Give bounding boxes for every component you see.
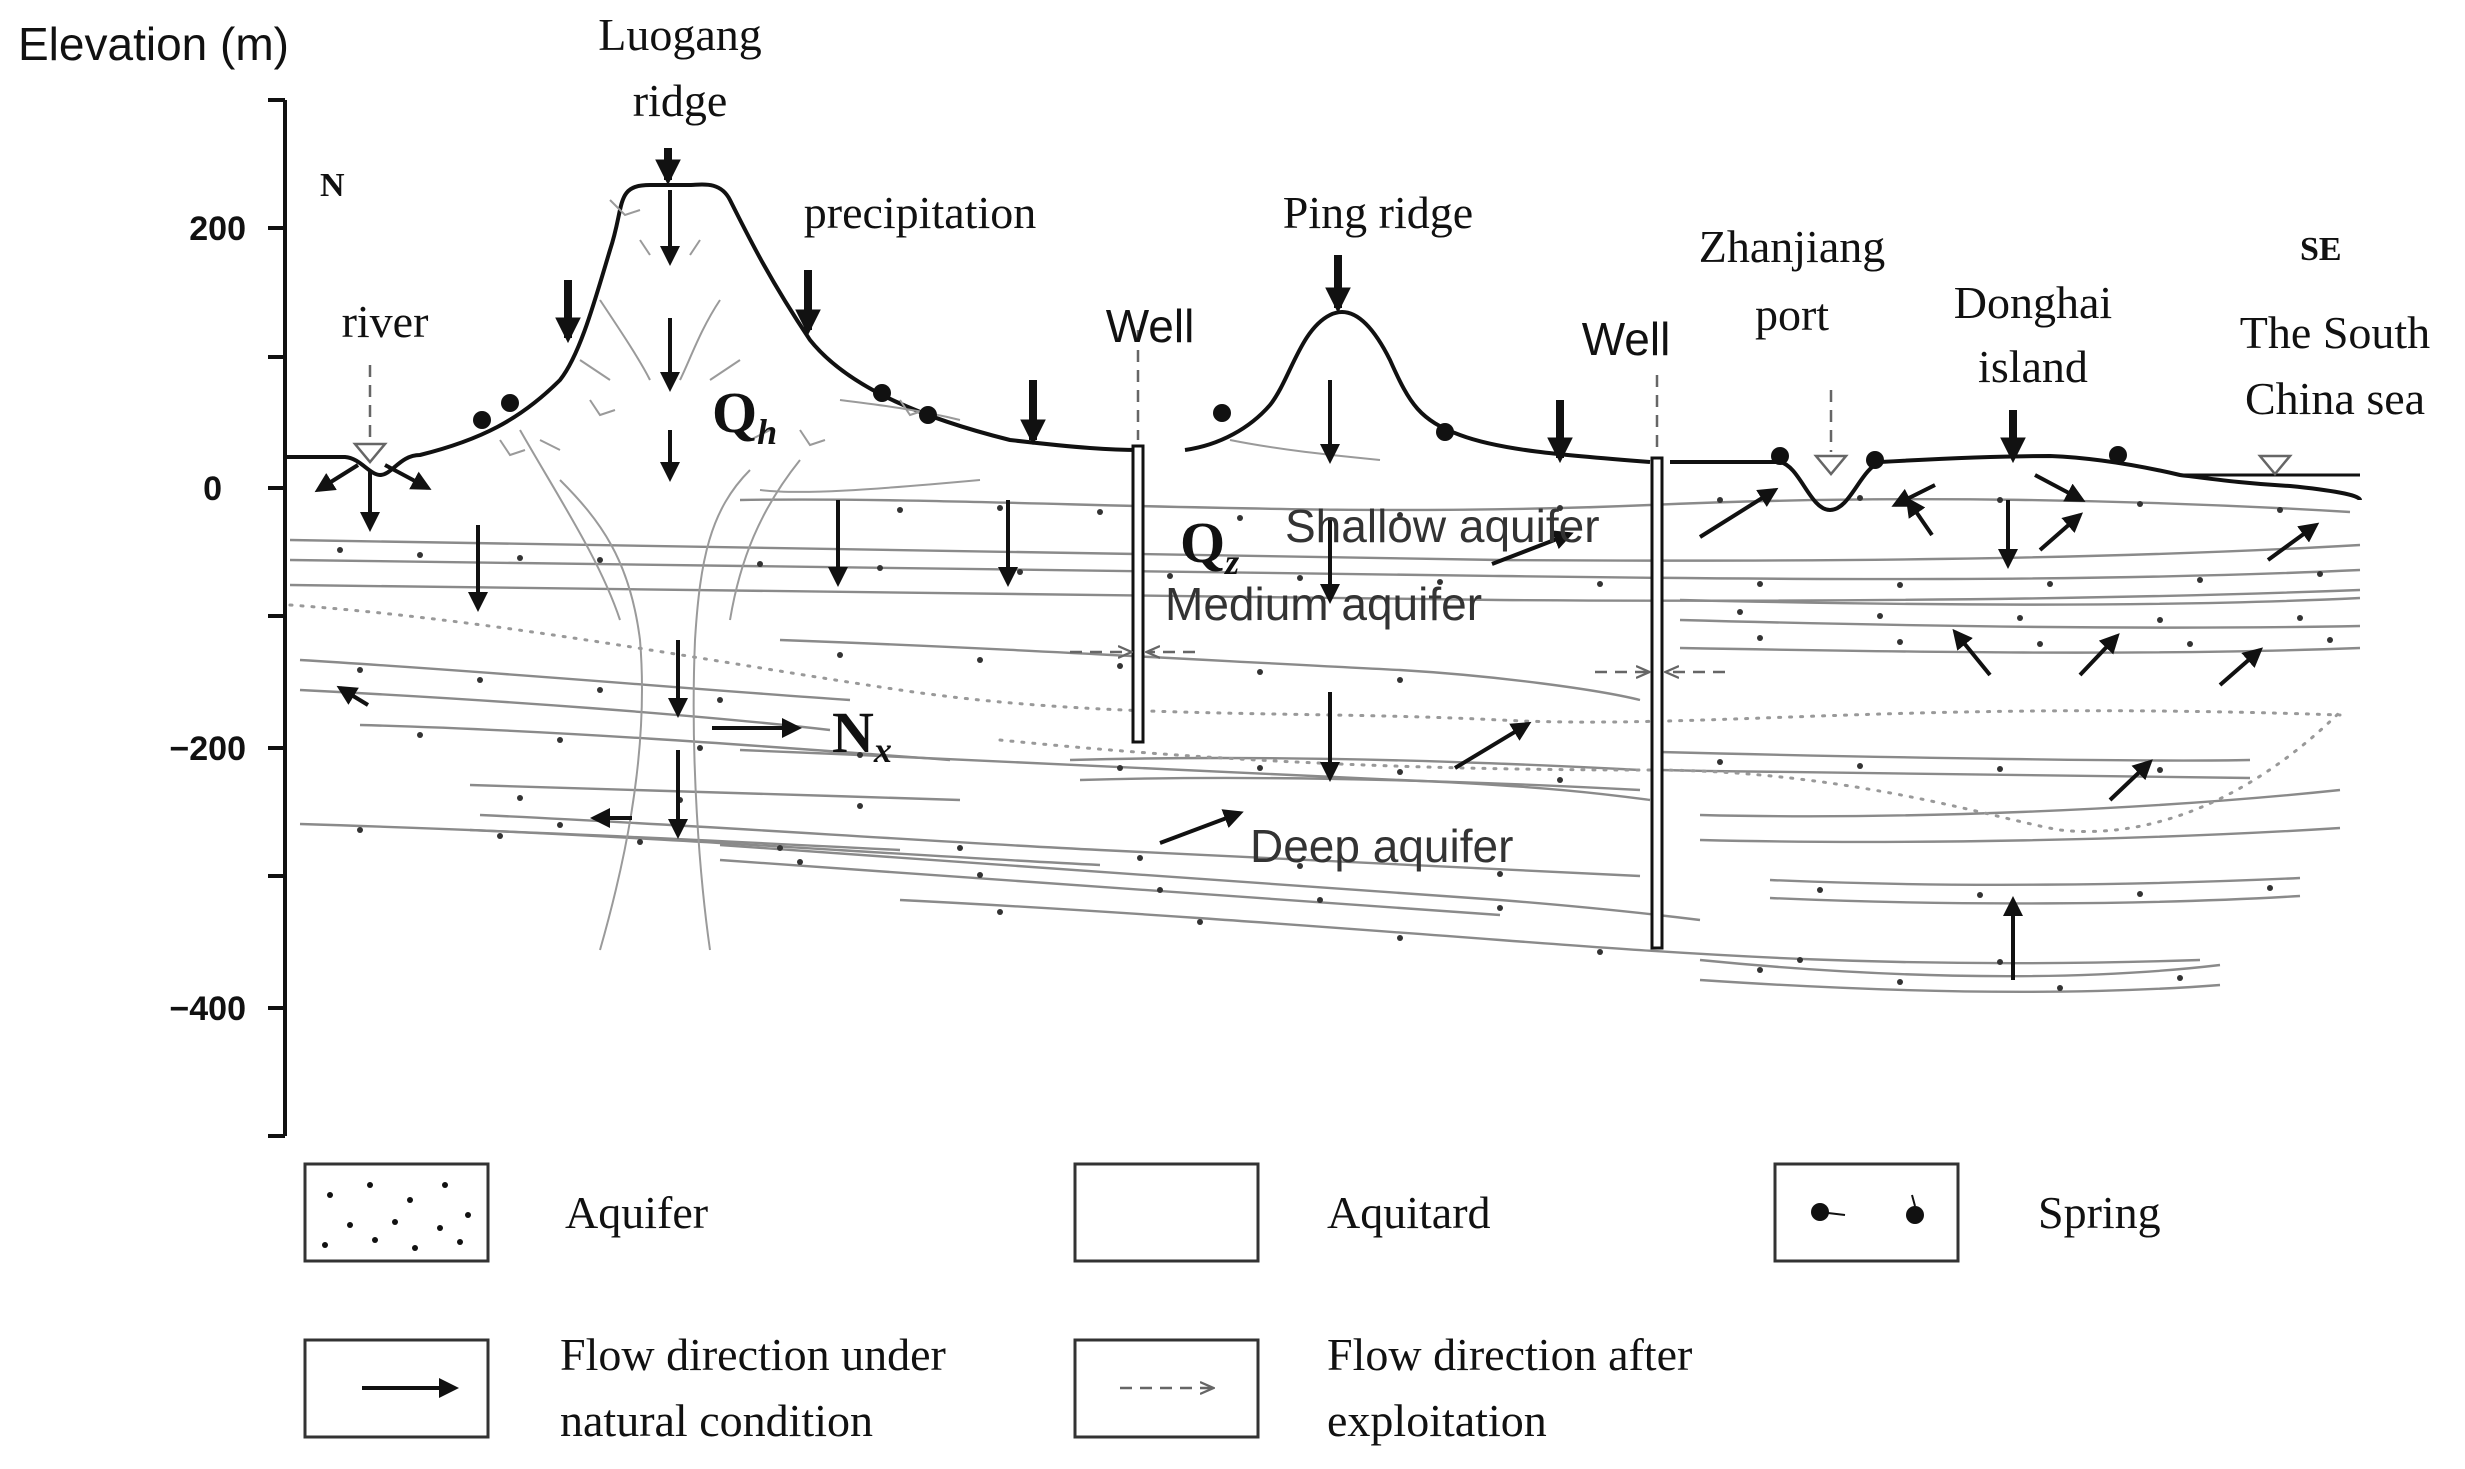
legend-exploit-label-1: Flow direction after — [1327, 1329, 1692, 1380]
tick-minus-400: −400 — [169, 990, 246, 1028]
elevation-axis: Elevation (m) 200 0 −200 −400 — [18, 18, 289, 1138]
river-label: river — [342, 296, 429, 347]
zhanjiang-port-label-2: port — [1755, 289, 1829, 340]
wells — [1131, 330, 1664, 950]
legend-natural-flow: Flow direction under natural condition — [303, 1329, 946, 1446]
exploitation-flow-arrows — [1070, 652, 1725, 672]
legend-spring-label: Spring — [2038, 1187, 2161, 1238]
deep-aquifer-label: Deep aquifer — [1250, 820, 1513, 872]
nx-unit-label: Nx — [832, 700, 892, 770]
legend-exploitation-flow: Flow direction after exploitation — [1073, 1329, 1692, 1446]
shallow-aquifer-label: Shallow aquifer — [1285, 500, 1600, 552]
legend-aquitard: Aquitard — [1073, 1162, 1491, 1263]
legend: Aquifer Aquitard Spring Flow direction u… — [303, 1162, 2161, 1446]
well-right-label: Well — [1582, 313, 1671, 365]
compass-north: N — [320, 167, 345, 204]
donghai-island-label-2: island — [1978, 341, 2088, 392]
aquifer-dots — [337, 495, 2333, 991]
well-left-label: Well — [1106, 300, 1195, 352]
axis-title: Elevation (m) — [18, 18, 289, 70]
tick-0: 0 — [203, 470, 222, 508]
tick-200: 200 — [189, 210, 246, 248]
ground-surface — [285, 182, 2362, 513]
location-labels: Luogang ridge precipitation river Well P… — [342, 9, 2431, 424]
well-left-casing — [1131, 444, 1145, 744]
legend-aquifer-label: Aquifer — [565, 1187, 708, 1238]
south-china-sea-label-1: The South — [2240, 307, 2430, 358]
compass-southeast: SE — [2300, 231, 2342, 268]
legend-exploit-label-2: exploitation — [1327, 1395, 1547, 1446]
donghai-island-label-1: Donghai — [1954, 277, 2112, 328]
legend-aquifer: Aquifer — [303, 1162, 708, 1263]
legend-natural-label-1: Flow direction under — [560, 1329, 946, 1380]
zhanjiang-port-label-1: Zhanjiang — [1699, 221, 1886, 272]
legend-aquitard-label: Aquitard — [1327, 1187, 1491, 1238]
legend-natural-label-2: natural condition — [560, 1395, 873, 1446]
precipitation-label: precipitation — [804, 187, 1036, 238]
strata-layers — [288, 498, 2361, 993]
south-china-sea-label-2: China sea — [2245, 373, 2425, 424]
aquifer-labels: Shallow aquifer Medium aquifer Deep aqui… — [712, 380, 1600, 872]
qz-unit-label: Qz — [1180, 510, 1239, 582]
water-table-markers — [352, 365, 2293, 476]
springs — [473, 384, 2127, 469]
tick-minus-200: −200 — [169, 730, 246, 768]
well-right-casing — [1650, 456, 1664, 950]
luogang-ridge-label-2: ridge — [633, 75, 728, 126]
qh-intrusive-body — [499, 199, 1381, 951]
qh-unit-label: Qh — [712, 380, 777, 452]
medium-aquifer-label: Medium aquifer — [1165, 578, 1482, 630]
precipitation-arrows — [555, 148, 2026, 464]
natural-flow-arrows — [314, 190, 2320, 980]
legend-spring: Spring — [1773, 1162, 2161, 1263]
ping-ridge-label: Ping ridge — [1283, 187, 1473, 238]
luogang-ridge-label-1: Luogang — [598, 9, 762, 60]
